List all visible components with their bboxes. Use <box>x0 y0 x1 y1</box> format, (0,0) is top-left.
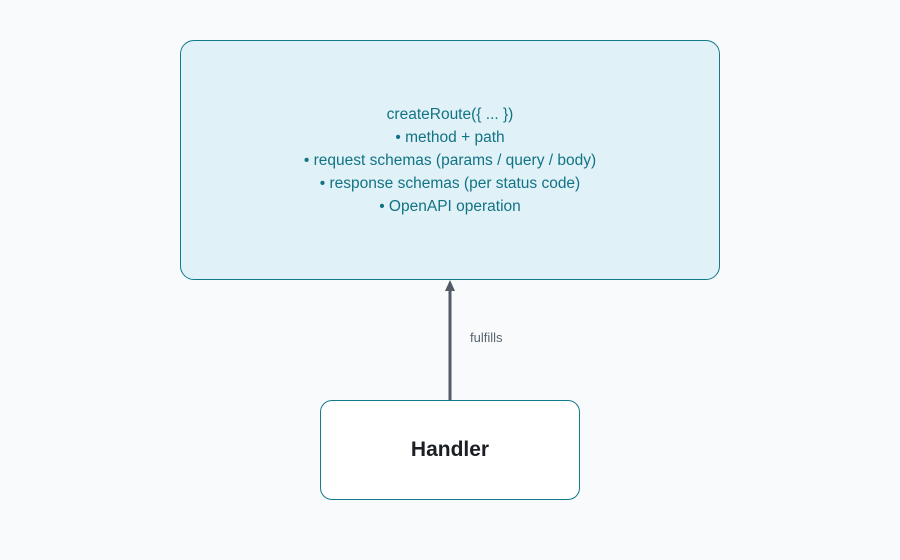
route-node-line-method-path: • method + path <box>395 128 505 146</box>
fulfills-edge-label: fulfills <box>470 330 503 345</box>
fulfills-arrow-head-icon <box>445 280 455 291</box>
handler-node: Handler <box>320 400 580 500</box>
handler-node-label: Handler <box>410 438 490 461</box>
route-node-line-request-schemas: • request schemas (params / query / body… <box>303 151 597 169</box>
create-route-node: createRoute({ ... }) • method + path • r… <box>180 40 720 280</box>
route-node-line-response-schemas: • response schemas (per status code) <box>319 174 581 192</box>
route-node-line-openapi-operation: • OpenAPI operation <box>379 197 521 215</box>
route-node-title: createRoute({ ... }) <box>386 105 514 123</box>
